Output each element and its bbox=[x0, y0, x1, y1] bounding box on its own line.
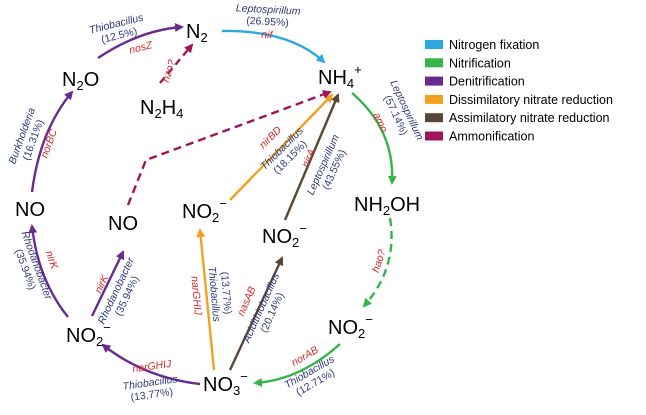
gene-label: amo bbox=[370, 111, 390, 135]
gene-label: nif bbox=[261, 29, 274, 42]
gene-label: narGHIJ bbox=[132, 358, 173, 375]
arrow-no-to-n2o bbox=[30, 90, 74, 193]
percent-label: (26.95%) bbox=[246, 15, 289, 29]
legend-label: Nitrogen fixation bbox=[449, 38, 539, 52]
label-rhodanobacter-left: nirK Rhodanobacter (35.94%) bbox=[12, 230, 61, 302]
arrow-no2-mid-to-nh4 bbox=[283, 93, 340, 221]
node-n2h4: N2H4 bbox=[140, 97, 183, 121]
legend-label: Ammonification bbox=[449, 130, 534, 144]
node-n2: N2 bbox=[186, 21, 208, 45]
arrow-no3-to-no2-mid bbox=[228, 256, 284, 371]
legend-swatch bbox=[425, 40, 443, 49]
label-acidithiobacillus-nasab: nasAB Acidithiobacillus (20.14%) bbox=[235, 271, 286, 346]
label-thiobacillus-narghij-bottom: narGHIJ Thiobacillus (13.77%) bbox=[122, 358, 179, 404]
arrow-nh4-to-nh2oh bbox=[351, 92, 397, 185]
node-no2-left: NO2− bbox=[66, 320, 111, 349]
node-no2-center: NO2− bbox=[182, 196, 227, 225]
label-leptospirillum-amo: Leptospirillum (57.14%) amo bbox=[370, 78, 425, 142]
legend-label: Dissimilatory nitrate reduction bbox=[449, 93, 613, 107]
arrow-n2o-to-n2 bbox=[97, 23, 184, 59]
label-leptospirillum-nif: Leptospirillum (26.95%) nif bbox=[235, 2, 301, 42]
legend-swatch bbox=[425, 131, 443, 141]
label-rhodanobacter-mid: nirK Rhodanobacter (35.94%) bbox=[92, 255, 141, 326]
node-n2o: N2O bbox=[62, 69, 99, 93]
node-nh2oh: NH2OH bbox=[354, 194, 420, 218]
arrow-no2-right-to-no3 bbox=[253, 343, 341, 388]
arrow-no2-left-to-no-mid bbox=[90, 250, 125, 317]
percent-label: (13.77%) bbox=[218, 271, 234, 314]
legend-swatch bbox=[425, 94, 443, 104]
node-nh4: NH4+ bbox=[318, 62, 362, 91]
arrow-no3-to-no2-left bbox=[101, 343, 201, 386]
label-thiobacillus-norab: norAB Thiobacillus (12.71%) bbox=[282, 344, 337, 399]
legend-label: Denitrification bbox=[449, 75, 525, 89]
legend-swatch bbox=[425, 76, 443, 86]
percent-label: (13.77%) bbox=[130, 386, 174, 404]
label-hzo: hzo? bbox=[160, 58, 178, 84]
arrow-no-mid-to-nh4 bbox=[126, 90, 332, 206]
node-no-mid: NO bbox=[108, 213, 138, 235]
gene-label: nirK bbox=[43, 249, 61, 272]
node-no3: NO3− bbox=[203, 369, 248, 398]
node-no2-right: NO2− bbox=[328, 312, 373, 341]
arrow-n2-to-nh4 bbox=[221, 29, 326, 64]
arrow-nh2oh-to-no2-right bbox=[362, 217, 393, 308]
arrow-no2-left-to-no bbox=[28, 224, 69, 318]
gene-label: narGHIJ bbox=[188, 276, 203, 317]
legend-swatch bbox=[425, 58, 443, 68]
organism-label: Thiobacillus bbox=[206, 266, 223, 323]
legend-label: Nitrification bbox=[449, 56, 511, 70]
gene-label: hzo? bbox=[160, 58, 178, 84]
legend-swatch bbox=[425, 113, 443, 123]
organism-label: Leptospirillum bbox=[235, 2, 301, 17]
gene-label: nosZ bbox=[128, 39, 154, 56]
arrow-no2-center-to-nh4 bbox=[229, 93, 334, 201]
node-no-left: NO bbox=[15, 199, 45, 221]
legend: Nitrogen fixationNitrificationDenitrific… bbox=[425, 38, 613, 144]
arrow-no3-to-no2-center bbox=[196, 228, 216, 371]
legend-label: Assimilatory nitrate reduction bbox=[449, 111, 610, 125]
arrow-n2h4-to-n2 bbox=[159, 43, 194, 84]
label-thiobacillus-narghij-vertical: narGHIJ Thiobacillus (13.77%) bbox=[188, 266, 234, 323]
node-no2-mid: NO2− bbox=[262, 221, 307, 250]
